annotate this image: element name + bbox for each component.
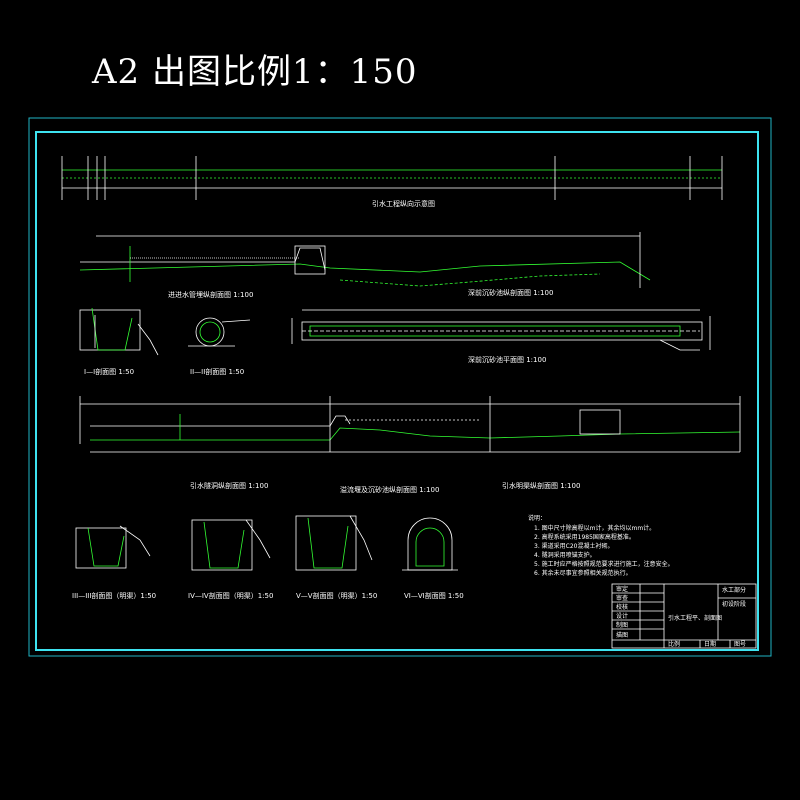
caption-plan-basin: 深前沉砂池平面图 1:100 — [468, 355, 546, 364]
caption-sec-5: V—V剖面图（明渠）1:50 — [296, 591, 377, 600]
upper-profile — [79, 232, 651, 288]
note-2: 2. 高程系统采用1985国家高程基准。 — [534, 533, 635, 541]
tb-label-2: 审查 — [616, 594, 628, 602]
caption-long-2: 溢流堰及沉砂池纵剖面图 1:100 — [340, 485, 439, 494]
notes-title: 说明： — [528, 514, 546, 522]
tb-label-3: 校核 — [616, 603, 628, 611]
note-4: 4. 隧洞采用喷锚支护。 — [534, 551, 596, 559]
tb-label-4: 设计 — [616, 612, 628, 620]
sheet-title: A2 出图比例1：150 — [92, 52, 418, 92]
inner-border — [35, 131, 759, 651]
tb-label-1: 审定 — [616, 585, 628, 593]
section-4-drawing — [191, 519, 271, 571]
caption-sec-6: VI—VI剖面图 1:50 — [404, 591, 464, 600]
caption-sec-1: I—I剖面图 1:50 — [84, 367, 134, 376]
tb-drawing-name: 引水工程平、剖面图 — [668, 614, 722, 622]
note-6: 6. 其余未尽事宜参照相关规范执行。 — [534, 569, 632, 577]
top-schematic — [61, 156, 723, 200]
tb-label-6: 描图 — [616, 631, 628, 639]
tb-bottom-3: 图号 — [734, 641, 746, 648]
caption-long-1: 引水隧洞纵剖面图 1:100 — [190, 481, 268, 490]
section-1-drawing — [79, 307, 159, 356]
caption-profile-1: 进进水管埋纵剖面图 1:100 — [168, 290, 253, 299]
section-5-drawing — [295, 515, 373, 571]
caption-long-3: 引水明渠纵剖面图 1:100 — [502, 481, 580, 490]
tb-bottom-1: 比例 — [668, 640, 680, 648]
tb-bottom-2: 日期 — [704, 640, 716, 648]
section-3-drawing — [75, 525, 151, 569]
tb-right-top-1: 水工部分 — [722, 586, 746, 594]
caption-sec-4: IV—IV剖面图（明渠）1:50 — [188, 591, 273, 600]
note-1: 1. 图中尺寸除高程以m计，其余均以mm计。 — [534, 524, 655, 532]
note-5: 5. 施工时应严格按照规范要求进行施工，注意安全。 — [534, 560, 674, 568]
tb-label-5: 制图 — [616, 621, 628, 629]
long-profiles-drawing — [79, 396, 741, 453]
caption-sec-3: III—III剖面图（明渠）1:50 — [72, 591, 156, 600]
caption-profile-2: 深前沉砂池纵剖面图 1:100 — [468, 288, 553, 297]
caption-sec-2: II—II剖面图 1:50 — [190, 367, 244, 376]
outer-border — [28, 117, 772, 657]
section-6-drawing — [402, 517, 458, 571]
plan-basin-drawing — [291, 309, 711, 351]
note-3: 3. 渠道采用C20混凝土衬砌。 — [534, 542, 613, 550]
caption-top-schematic: 引水工程纵向示意图 — [372, 199, 435, 208]
section-2-drawing — [188, 317, 251, 347]
title-block — [611, 583, 757, 649]
tb-right-top-2: 初设阶段 — [722, 600, 746, 608]
